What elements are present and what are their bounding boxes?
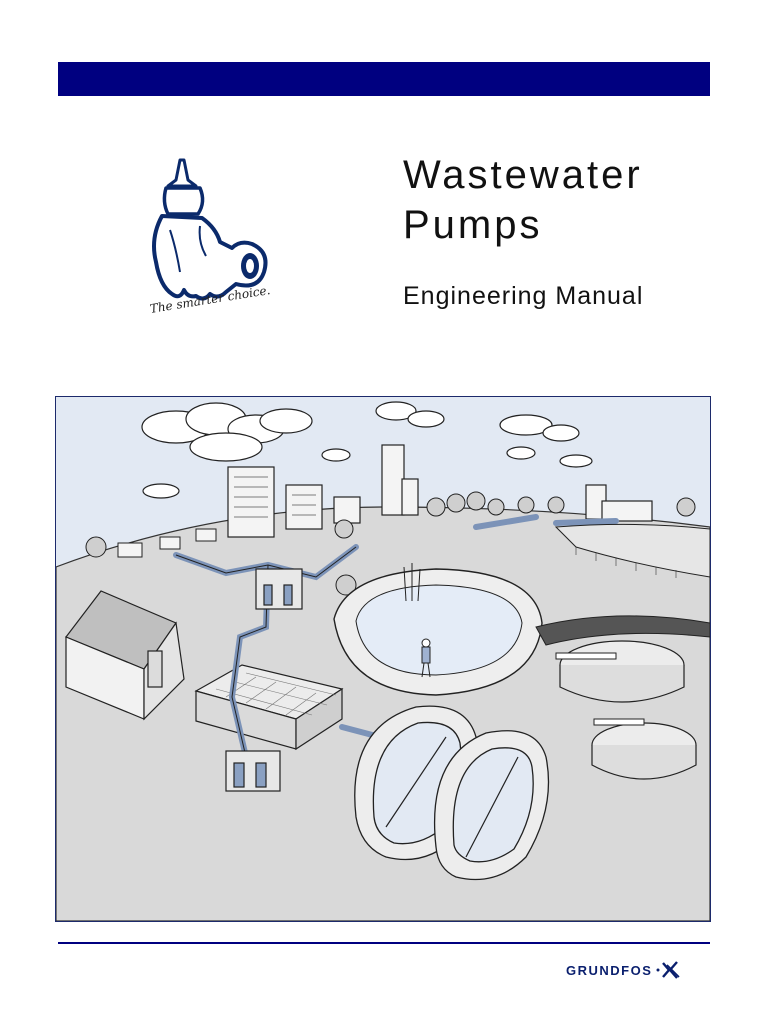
pump-logo (140, 152, 290, 352)
header-bar (58, 62, 710, 96)
pump-logo-icon (152, 158, 268, 301)
treatment-plant-illustration (55, 396, 711, 922)
page-subtitle: Engineering Manual (403, 282, 644, 310)
brand-name: GRUNDFOS (566, 962, 653, 978)
grundfos-x-icon (656, 961, 680, 979)
wastewater-treatment-landscape-illustration (56, 397, 710, 921)
title-line-2: Pumps (403, 203, 543, 247)
footer-rule (58, 942, 710, 944)
title-line-1: Wastewater (403, 153, 643, 197)
grundfos-brand: GRUNDFOS (566, 958, 681, 982)
page-title: Wastewater Pumps (403, 150, 643, 250)
